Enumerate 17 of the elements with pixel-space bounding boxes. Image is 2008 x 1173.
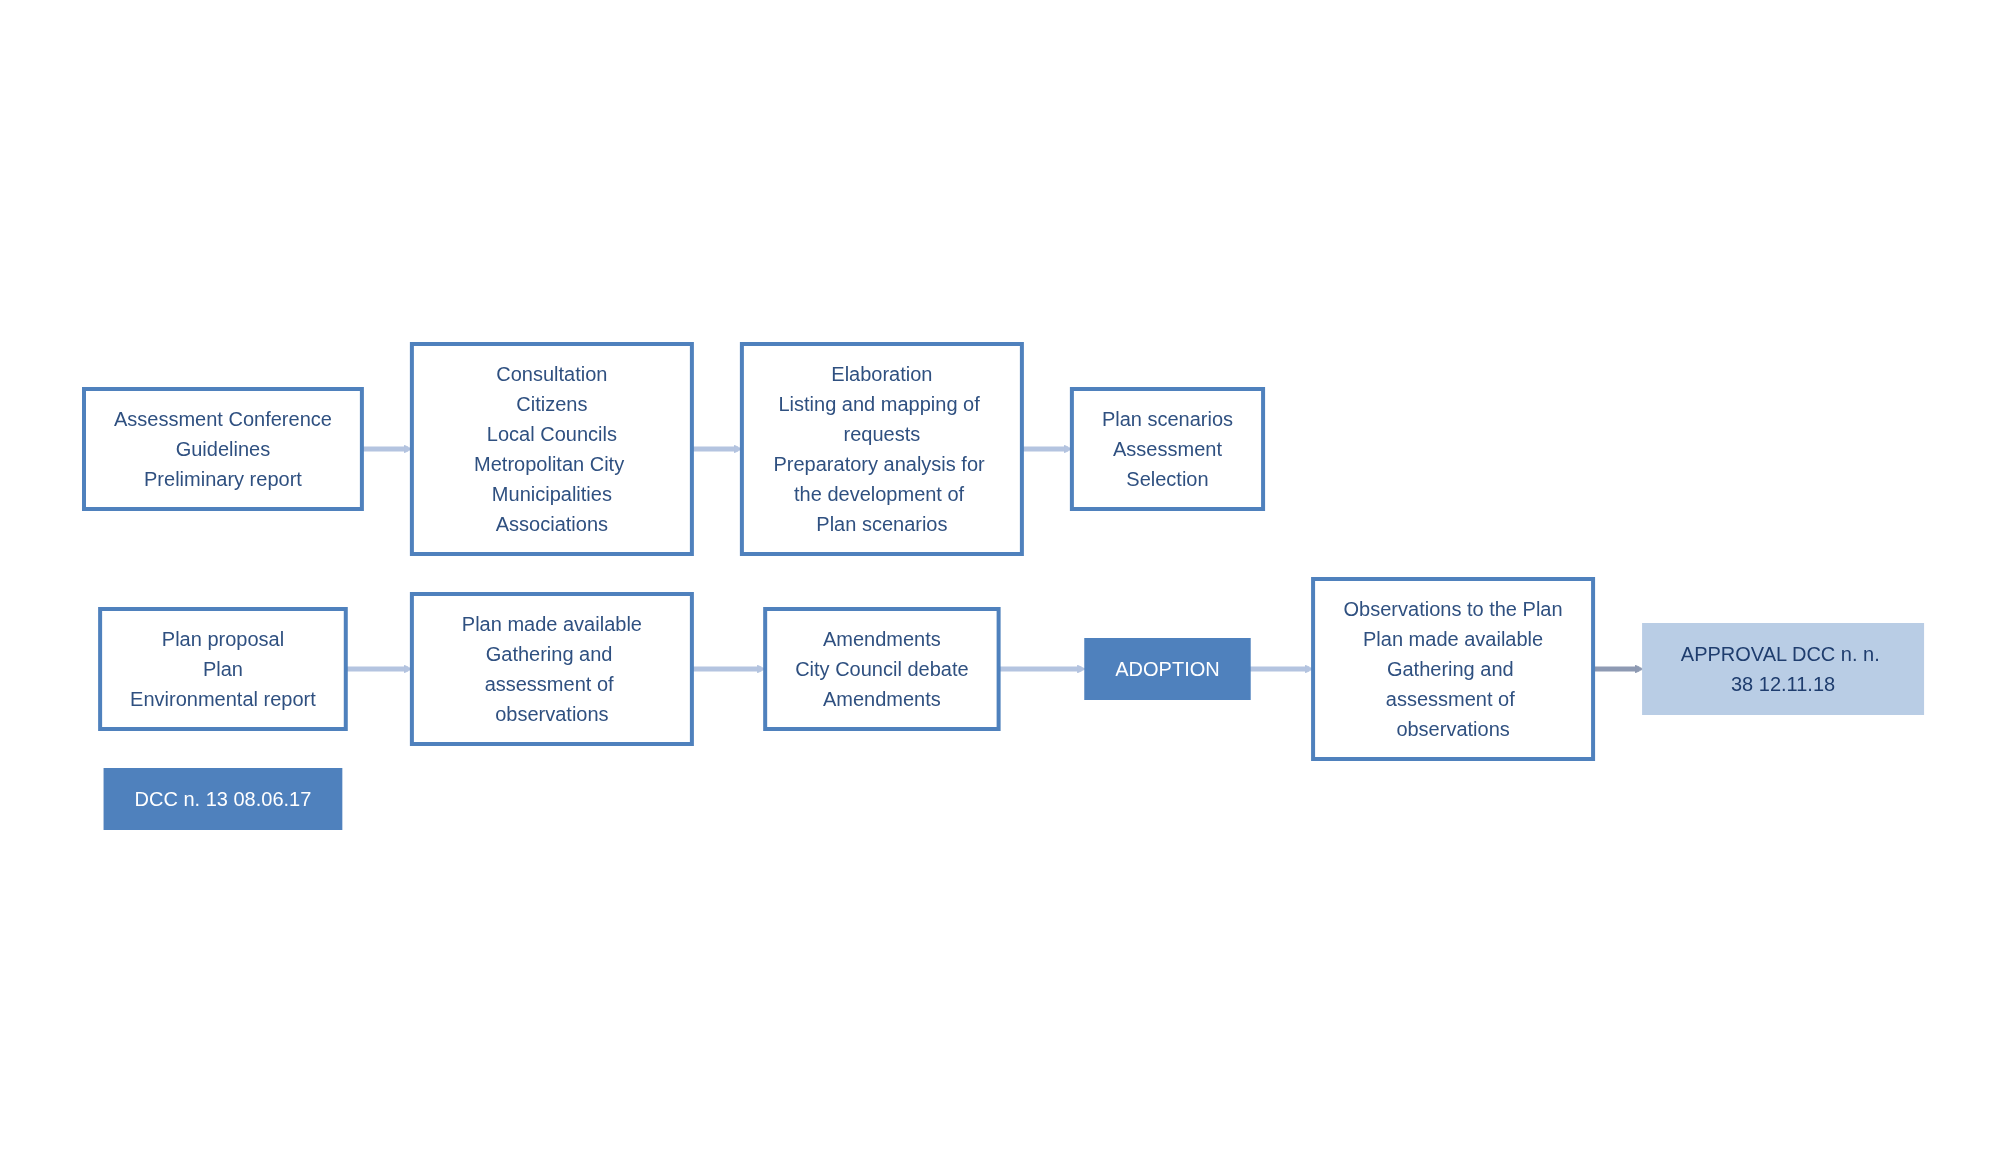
arrow [999,664,1087,674]
node-box: Assessment Conference Guidelines Preliminary report [82,387,365,511]
node-box: Consultation Citizens Local Councils Metropolitan City Municipalities Associations [410,342,695,556]
arrow [346,664,413,674]
node-box: Plan scenarios Assessment Selection [1070,387,1266,511]
node-box: Plan proposal Plan Environmental report [98,607,349,731]
node-box: APPROVAL DCC n. n. 38 12.11.18 [1642,623,1925,715]
node-box: Elaboration Listing and mapping of requests Preparatory analysis for the development of Plan scenarios [740,342,1025,556]
node-box: Plan made available Gathering and assessment of observations [410,592,695,746]
arrow [362,444,413,454]
node-box: Amendments City Council debate Amendments [763,607,1002,731]
node-box: Observations to the Plan Plan made available Gathering and assessment of observations [1311,577,1596,761]
arrow [1593,664,1644,674]
arrow [692,444,743,454]
node-box: ADOPTION [1084,638,1252,700]
node-box: DCC n. 13 08.06.17 [104,768,343,830]
arrow [1022,444,1073,454]
